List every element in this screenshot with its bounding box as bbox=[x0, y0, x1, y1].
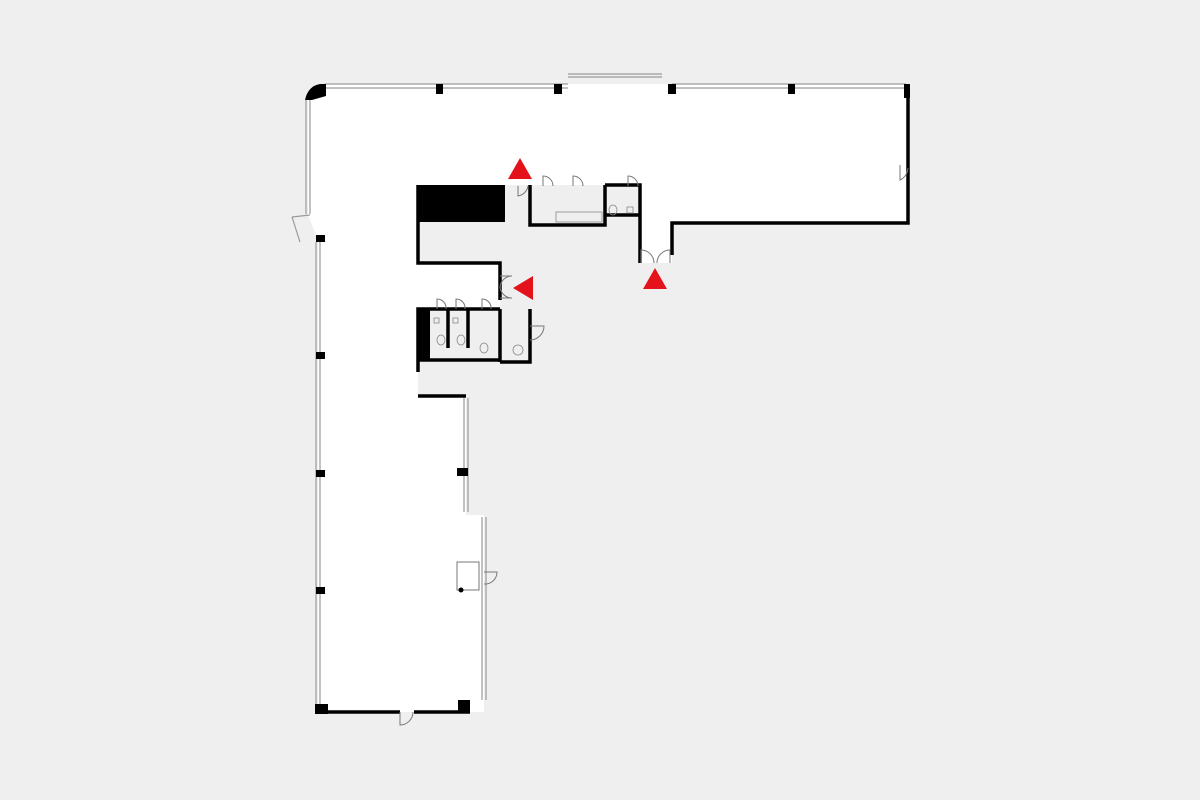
entrance-marker-core bbox=[513, 276, 533, 300]
entrance-markers bbox=[508, 158, 667, 300]
core-shaft bbox=[418, 185, 505, 222]
columns bbox=[305, 84, 910, 714]
entrance-marker-north bbox=[508, 158, 532, 179]
core-wall-block bbox=[418, 309, 430, 359]
entrance-marker-east bbox=[643, 268, 667, 289]
walls bbox=[318, 84, 910, 714]
floor-area bbox=[308, 84, 908, 712]
doors bbox=[399, 165, 909, 726]
sanitary-fixtures bbox=[433, 204, 634, 356]
stair-post bbox=[458, 587, 464, 593]
